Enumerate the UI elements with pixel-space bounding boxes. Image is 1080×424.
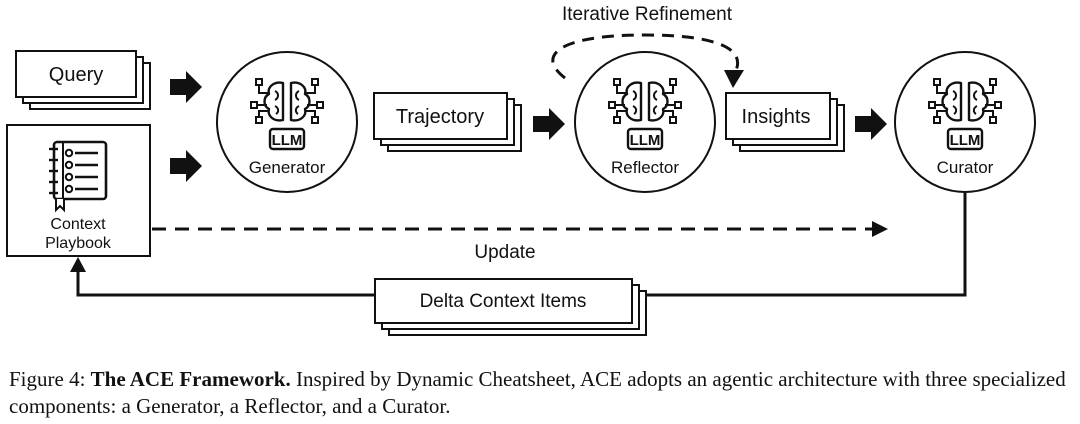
curator-label: Curator (937, 158, 994, 177)
query-label: Query (49, 64, 103, 86)
ace-framework-diagram: Query Context Playbook (6, 4, 1036, 336)
generator-node: LLM Generator (216, 51, 358, 193)
llm-badge: LLM (950, 132, 981, 149)
curator-node: LLM Curator (894, 51, 1036, 193)
update-arrowhead (70, 257, 86, 272)
playbook-label: Playbook (45, 235, 112, 252)
arrow-right-icon (170, 150, 202, 182)
caption-text: Inspired by Dynamic Cheatsheet, ACE adop… (9, 367, 1066, 418)
context-arrowhead (872, 221, 888, 237)
context-label: Context (50, 216, 106, 233)
delta-context-label: Delta Context Items (420, 291, 587, 312)
figure-caption: Figure 4: The ACE Framework. Inspired by… (9, 366, 1073, 420)
generator-label: Generator (249, 158, 326, 177)
update-label: Update (474, 242, 535, 263)
reflector-node: LLM Reflector (574, 51, 716, 193)
query-stack: Query (15, 50, 151, 110)
context-playbook-box: Context Playbook (6, 124, 151, 257)
llm-badge: LLM (272, 132, 303, 149)
delta-context-stack: Delta Context Items (374, 278, 647, 336)
arrow-right-icon (533, 108, 565, 140)
arrow-right-icon (855, 108, 887, 140)
reflector-label: Reflector (611, 158, 679, 177)
notebook-icon (49, 140, 108, 213)
refinement-loop-arrow (551, 33, 740, 80)
llm-badge: LLM (630, 132, 661, 149)
caption-title: The ACE Framework. (90, 367, 291, 391)
loop-arrowhead (724, 70, 744, 88)
insights-stack: Insights (725, 92, 845, 152)
trajectory-label: Trajectory (396, 106, 484, 128)
figure-number: Figure 4: (9, 367, 86, 391)
trajectory-stack: Trajectory (373, 92, 522, 152)
iterative-refinement-label: Iterative Refinement (562, 4, 733, 25)
insights-label: Insights (742, 106, 811, 128)
arrow-right-icon (170, 71, 202, 103)
